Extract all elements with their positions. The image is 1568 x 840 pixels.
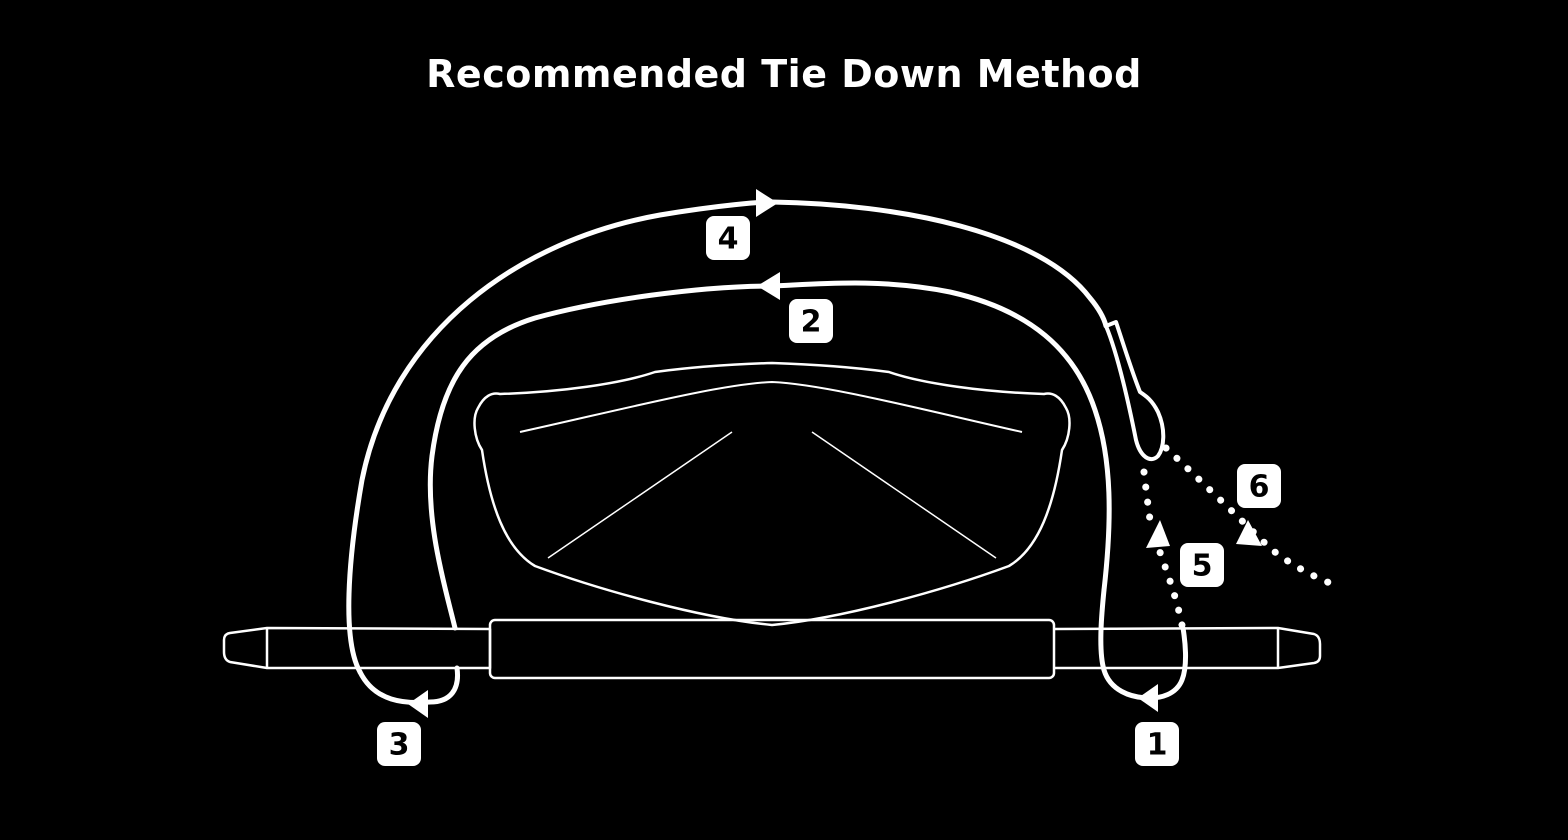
arrow-step-4 [756, 189, 778, 217]
roof-rack-crossbar [222, 618, 1322, 680]
svg-text:3: 3 [389, 728, 410, 763]
diagram-title: Recommended Tie Down Method [426, 52, 1142, 96]
arrow-step-2 [757, 272, 780, 300]
arrow-step-5 [1146, 520, 1170, 548]
step-badge-6: 6 [1237, 464, 1281, 508]
arrow-step-1 [1138, 684, 1158, 712]
arrow-step-6 [1236, 520, 1262, 546]
kayak-outline [473, 361, 1071, 627]
svg-text:5: 5 [1192, 549, 1213, 584]
svg-text:1: 1 [1147, 728, 1168, 763]
strap-dotted-tail [1140, 444, 1342, 629]
svg-text:4: 4 [718, 222, 739, 257]
step-badge-5: 5 [1180, 543, 1224, 587]
strap-path [346, 199, 1188, 706]
step-badge-1: 1 [1135, 722, 1179, 766]
arrow-step-3 [408, 690, 428, 718]
step-badge-3: 3 [377, 722, 421, 766]
svg-text:2: 2 [801, 305, 822, 340]
direction-arrows [408, 189, 1262, 718]
step-badge-2: 2 [789, 299, 833, 343]
svg-text:6: 6 [1249, 470, 1270, 505]
step-badge-4: 4 [706, 216, 750, 260]
